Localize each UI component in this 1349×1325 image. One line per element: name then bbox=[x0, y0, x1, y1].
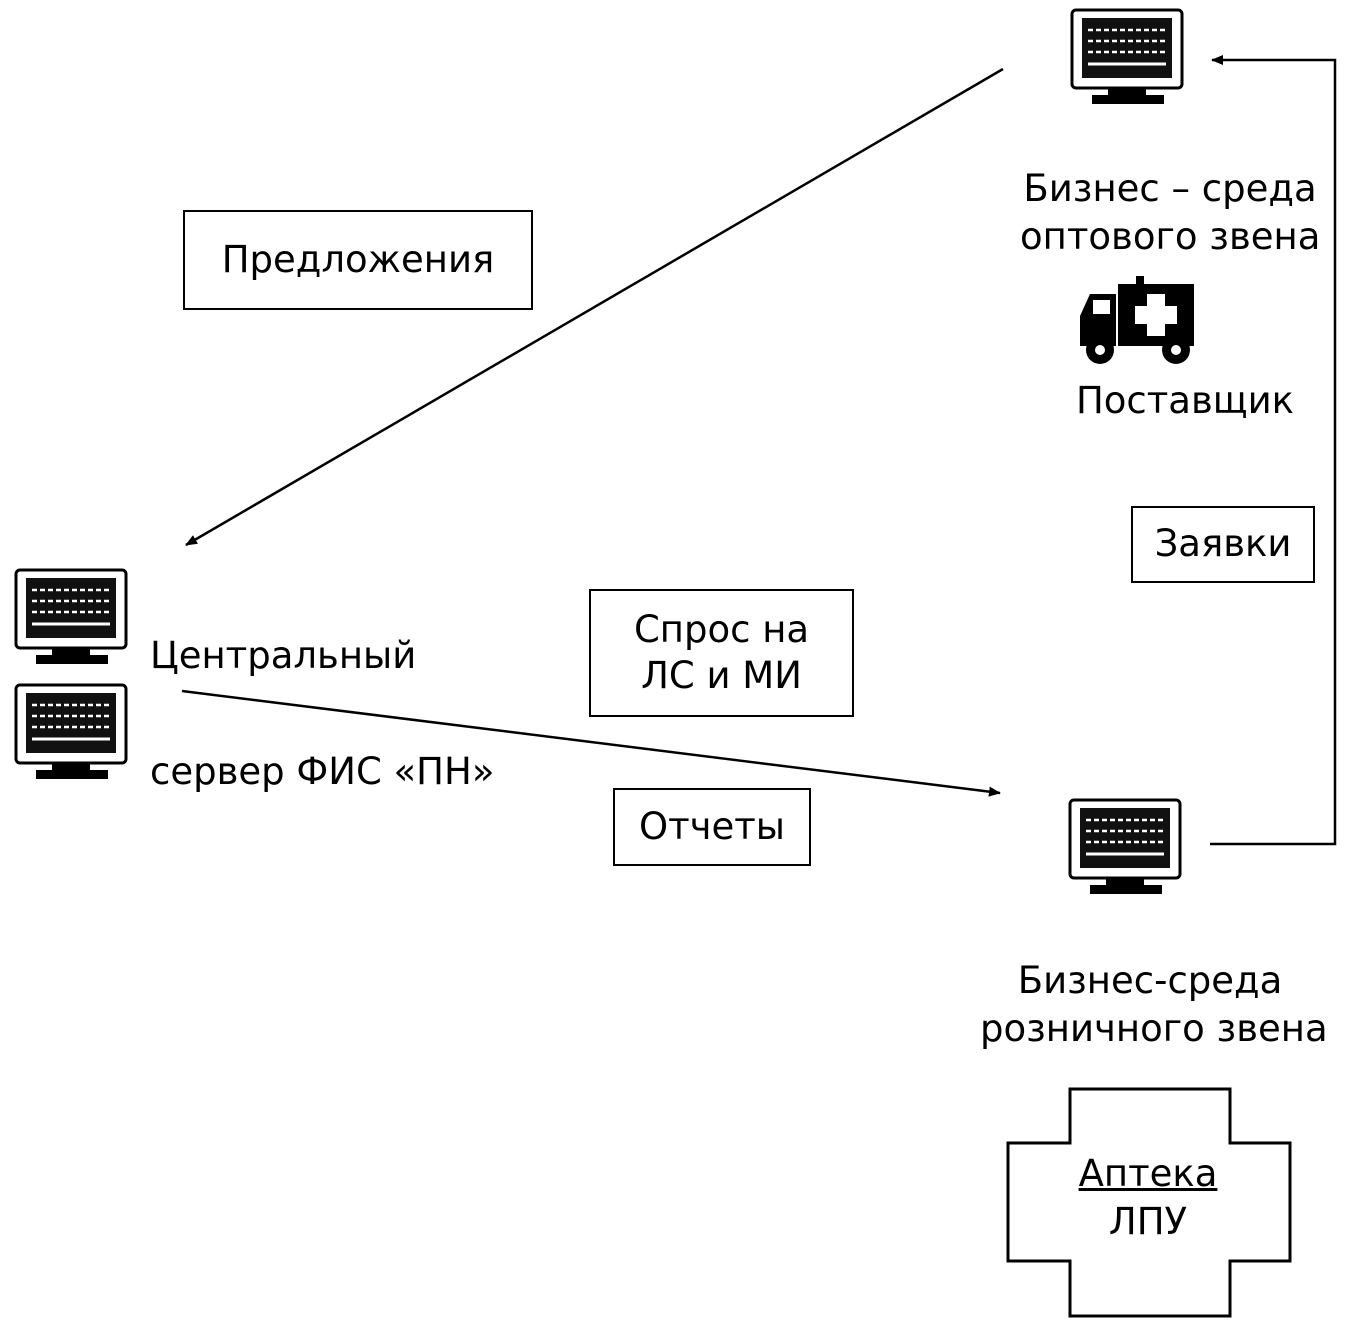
reports-label: Отчеты bbox=[638, 804, 786, 848]
offers-label: Предложения bbox=[221, 237, 495, 281]
supplier-label-text: Поставщик bbox=[1075, 379, 1295, 422]
wholesale-env-line: Бизнес – среда bbox=[1023, 167, 1317, 210]
requests-box: Заявки bbox=[1131, 506, 1315, 583]
wholesale-env-label: Бизнес – среда оптового звена bbox=[1020, 165, 1320, 261]
computer-monitor-icon bbox=[1068, 798, 1182, 894]
offers-arrow bbox=[185, 67, 1004, 547]
supplier-label: Поставщик bbox=[1060, 377, 1310, 425]
central-server-label-line2: сервер ФИС «ПН» bbox=[150, 748, 494, 796]
pharmacy-label-line: Аптека bbox=[1078, 1152, 1218, 1195]
wholesale-env-line: оптового звена bbox=[1020, 215, 1321, 259]
requests-label: Заявки bbox=[1154, 522, 1292, 566]
reports-box: Отчеты bbox=[613, 788, 811, 866]
computer-monitor-icon bbox=[14, 568, 128, 664]
requests-connector bbox=[1210, 55, 1337, 846]
demand-label-line: Спрос на bbox=[633, 607, 810, 651]
pharmacy-label-line: ЛПУ bbox=[1108, 1200, 1188, 1244]
ambulance-truck-icon bbox=[1080, 276, 1194, 364]
demand-box: Спрос на ЛС и МИ bbox=[589, 589, 854, 717]
offers-box: Предложения bbox=[183, 210, 533, 310]
retail-env-line: розничного звена bbox=[980, 1007, 1328, 1051]
computer-monitor-icon bbox=[1070, 8, 1184, 104]
retail-env-line: Бизнес-среда bbox=[1017, 959, 1283, 1002]
central-server-label-text: сервер ФИС «ПН» bbox=[150, 750, 495, 793]
pharmacy-label: Аптека ЛПУ bbox=[1008, 1150, 1288, 1246]
computer-monitor-icon bbox=[14, 683, 128, 779]
central-server-label-text: Центральный bbox=[150, 634, 417, 677]
demand-reports-arrow bbox=[181, 689, 1001, 797]
demand-label-line: ЛС и МИ bbox=[641, 654, 802, 697]
retail-env-label: Бизнес-среда розничного звена bbox=[980, 957, 1328, 1053]
central-server-label-line1: Центральный bbox=[150, 632, 416, 680]
pharmacy-cross-icon bbox=[1006, 1087, 1292, 1318]
